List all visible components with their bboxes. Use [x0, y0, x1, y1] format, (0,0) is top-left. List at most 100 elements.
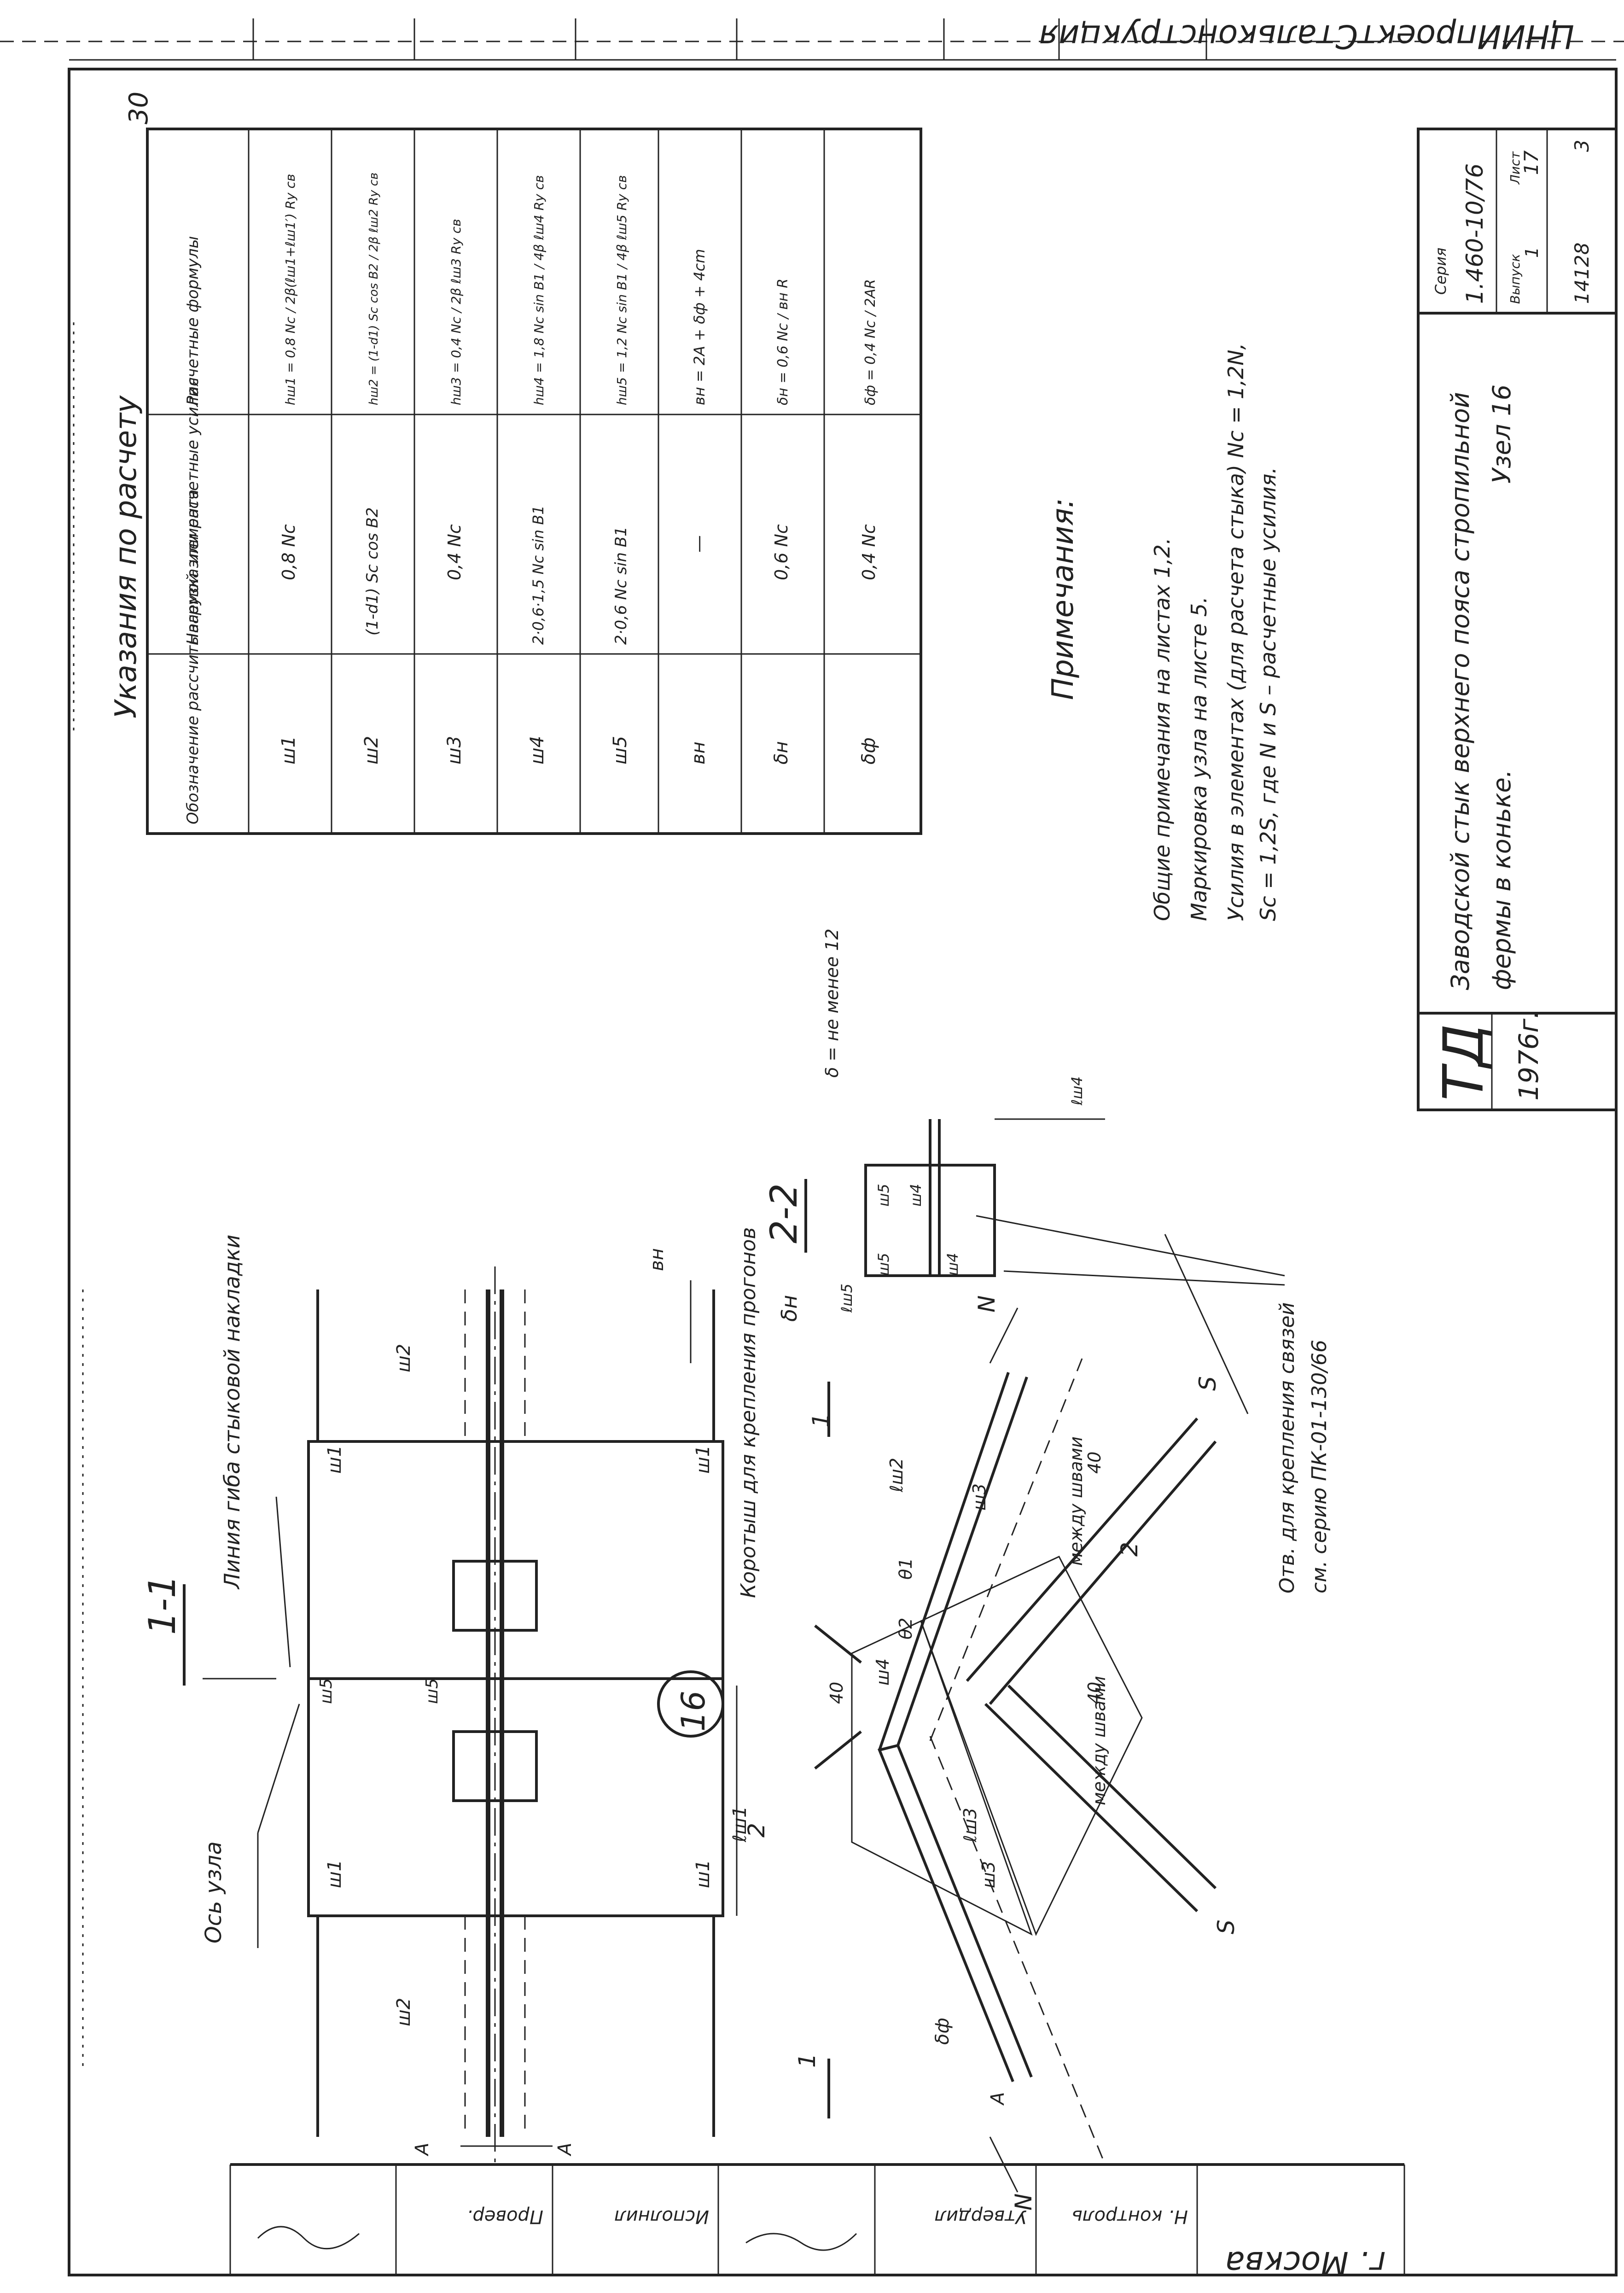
weld-label: ш3 — [978, 1861, 999, 1888]
note-1: Общие примечания на листах 1,2. — [1150, 537, 1175, 921]
signature-2 — [257, 2226, 360, 2250]
row-force: 0,6 Nc — [771, 524, 792, 580]
holes-ref: см. серию ПК-01-130/66 — [1308, 1340, 1331, 1593]
dim-label: ℓш3 — [960, 1808, 980, 1843]
sheet-label: Лист — [1508, 151, 1523, 185]
sheet-frame — [0, 41, 1624, 2276]
row-formula: hш2 = (1-d1) Sc cos B2 / 2β ℓш2 Ry св — [367, 173, 381, 405]
top-chord-left — [877, 1744, 1033, 2083]
row-force: 2·0,6·1,5 Nc sin B1 — [530, 505, 547, 645]
table-row: ш2 (1-d1) Sc cos B2 hш2 = (1-d1) Sc cos … — [361, 173, 382, 764]
cut-mark: 1 — [794, 2053, 821, 2068]
section-1-1-label: 1-1 — [141, 1575, 184, 1635]
design-table: Указания по расчету 30 Обозначение рассч… — [109, 92, 922, 835]
row-force: 0,8 Nc — [279, 524, 299, 580]
weld-label: ш1 — [693, 1860, 714, 1888]
weld-label: ш2 — [393, 1998, 414, 2026]
diagonal-right — [966, 1418, 1199, 1682]
row-element: ш4 — [527, 736, 548, 764]
weld-label: ш1 — [693, 1445, 714, 1474]
table-row: ш1 0,8 Nc hш1 = 0,8 Nc / 2β(ℓш1+ℓш1′) Ry… — [278, 174, 299, 764]
header-element: Обозначение рассчитываемой элемента — [184, 490, 202, 824]
title-node: Узел 16 — [1487, 385, 1516, 484]
stamp-role-1: Н. контроль — [1071, 2206, 1188, 2227]
thickness-note: δ = не менее 12 — [822, 928, 842, 1078]
dim-label: δн — [777, 1295, 802, 1322]
row-element: δф — [858, 737, 879, 764]
stamp-role-2: Утвердил — [935, 2206, 1027, 2227]
row-force: 2·0,6 Nc sin B1 — [612, 526, 630, 645]
row-element: ш2 — [361, 736, 382, 764]
dim-label: ℓш1 — [729, 1806, 751, 1843]
angle-label: θ1 — [896, 1558, 916, 1580]
row-formula: δн = 0,6 Nc / вн R — [775, 279, 791, 405]
row-force: (1-d1) Sc cos B2 — [363, 507, 382, 636]
row-formula: δф = 0,4 Nc / 2AR — [862, 279, 879, 405]
weld-label: ш3 — [969, 1483, 990, 1511]
title-line-1: Заводской стык верхнего пояса стропильно… — [1446, 392, 1475, 990]
sheet-number: 17 — [1520, 150, 1543, 175]
table-row: δн 0,6 Nc δн = 0,6 Nc / вн R — [771, 279, 792, 764]
note-4: Sc = 1,2S, где N и S – расчетные усилия. — [1256, 467, 1281, 921]
note-3: Усилия в элементах (для расчета стыка) N… — [1223, 343, 1248, 921]
row-element: δн — [771, 741, 792, 764]
row-element: ш1 — [278, 736, 299, 764]
header-force: Нагрузка или расчетные усилия — [184, 377, 202, 645]
row-formula: hш1 = 0,8 Nc / 2β(ℓш1+ℓш1′) Ry св — [283, 174, 298, 405]
top-chord-right — [878, 1372, 1010, 1750]
row-force: — — [688, 535, 709, 553]
dim-label: ℓш5 — [838, 1284, 856, 1313]
weld-label: ш5 — [423, 1678, 442, 1704]
signature-1 — [745, 2233, 857, 2251]
top-header-strip: ЦНИИпроектСтальконструкция — [252, 18, 1575, 60]
axis-label: Ось узла — [201, 1841, 227, 1943]
issue-label: Выпуск — [1508, 254, 1523, 304]
row-formula: hш5 = 1,2 Nc sin B1 / 4β ℓш5 Ry св — [614, 175, 629, 405]
dim-label: ℓш4 — [1068, 1076, 1086, 1106]
node-mark-circle — [657, 1670, 724, 1738]
sheet-year: 1976г. — [1513, 1010, 1544, 1101]
row-force: 0,4 Nc — [444, 524, 465, 580]
row-formula: hш3 = 0,4 Nc / 2β ℓш3 Ry св — [448, 219, 464, 405]
purlin-stub — [814, 1624, 862, 1664]
table-corner-number: 30 — [124, 92, 154, 124]
row-element: ш3 — [444, 736, 465, 764]
weld-label: ш5 — [317, 1678, 336, 1704]
cut-mark: 1 — [808, 1413, 834, 1428]
force-label-S: S — [1194, 1376, 1221, 1391]
cut-mark: 2 — [1116, 1542, 1143, 1557]
weld-label: ш1 — [324, 1445, 345, 1474]
force-label-N: N — [973, 1295, 1000, 1313]
force-label-N: N — [1010, 2194, 1037, 2211]
section-2-2-label: 2-2 — [763, 1183, 805, 1243]
weld-label: ш4 — [873, 1658, 893, 1686]
dim-label: вн — [646, 1248, 668, 1271]
weld-label: ш2 — [393, 1344, 414, 1372]
holes-label: Отв. для крепления связей — [1275, 1302, 1299, 1593]
dim-40: 40 — [827, 1682, 847, 1704]
title-block: Заводской стык верхнего пояса стропильно… — [1417, 128, 1618, 1111]
row-element: ш5 — [610, 736, 631, 764]
noise-marks — [73, 322, 84, 2072]
series-value: 1.460-10/76 — [1461, 163, 1488, 304]
left-stamp: Н. контроль Утвердил Исполнил Провер. г.… — [229, 2163, 1405, 2282]
notes-heading: Примечания: — [1046, 498, 1080, 700]
org-name-top: ЦНИИпроектСтальконструкция — [1039, 18, 1575, 55]
stamp-role-4: Провер. — [467, 2206, 543, 2227]
row-formula: hш4 = 1,8 Nc sin B1 / 4β ℓш4 Ry св — [531, 175, 547, 405]
cut-mark: 2 — [743, 1823, 770, 1838]
dim-label: A — [554, 2143, 576, 2157]
table-row: ш3 0,4 Nc hш3 = 0,4 Nc / 2β ℓш3 Ry св — [444, 219, 465, 764]
table-title: Указания по расчету — [109, 395, 143, 718]
section-2-2: 2-2 ш5 ш5 ш4 ш4 ℓш5 ℓш4 δ = не менее 12 — [763, 928, 1285, 1313]
table-row: ш4 2·0,6·1,5 Nc sin B1 hш4 = 1,8 Nc sin … — [527, 175, 548, 764]
stamp-role-3: Исполнил — [614, 2206, 709, 2227]
sheet-mark: ТД — [1432, 1024, 1496, 1101]
diagonal-left — [984, 1703, 1199, 1913]
angle-label: θ2 — [896, 1618, 916, 1640]
title-line-2: фермы в коньке. — [1487, 770, 1516, 990]
table-row: δф 0,4 Nc δф = 0,4 Nc / 2AR — [858, 279, 879, 764]
node-16: 16 N N S S 1 1 2 2 Коротыш для крепле — [657, 1227, 1331, 2211]
row-element: вн — [688, 741, 709, 764]
